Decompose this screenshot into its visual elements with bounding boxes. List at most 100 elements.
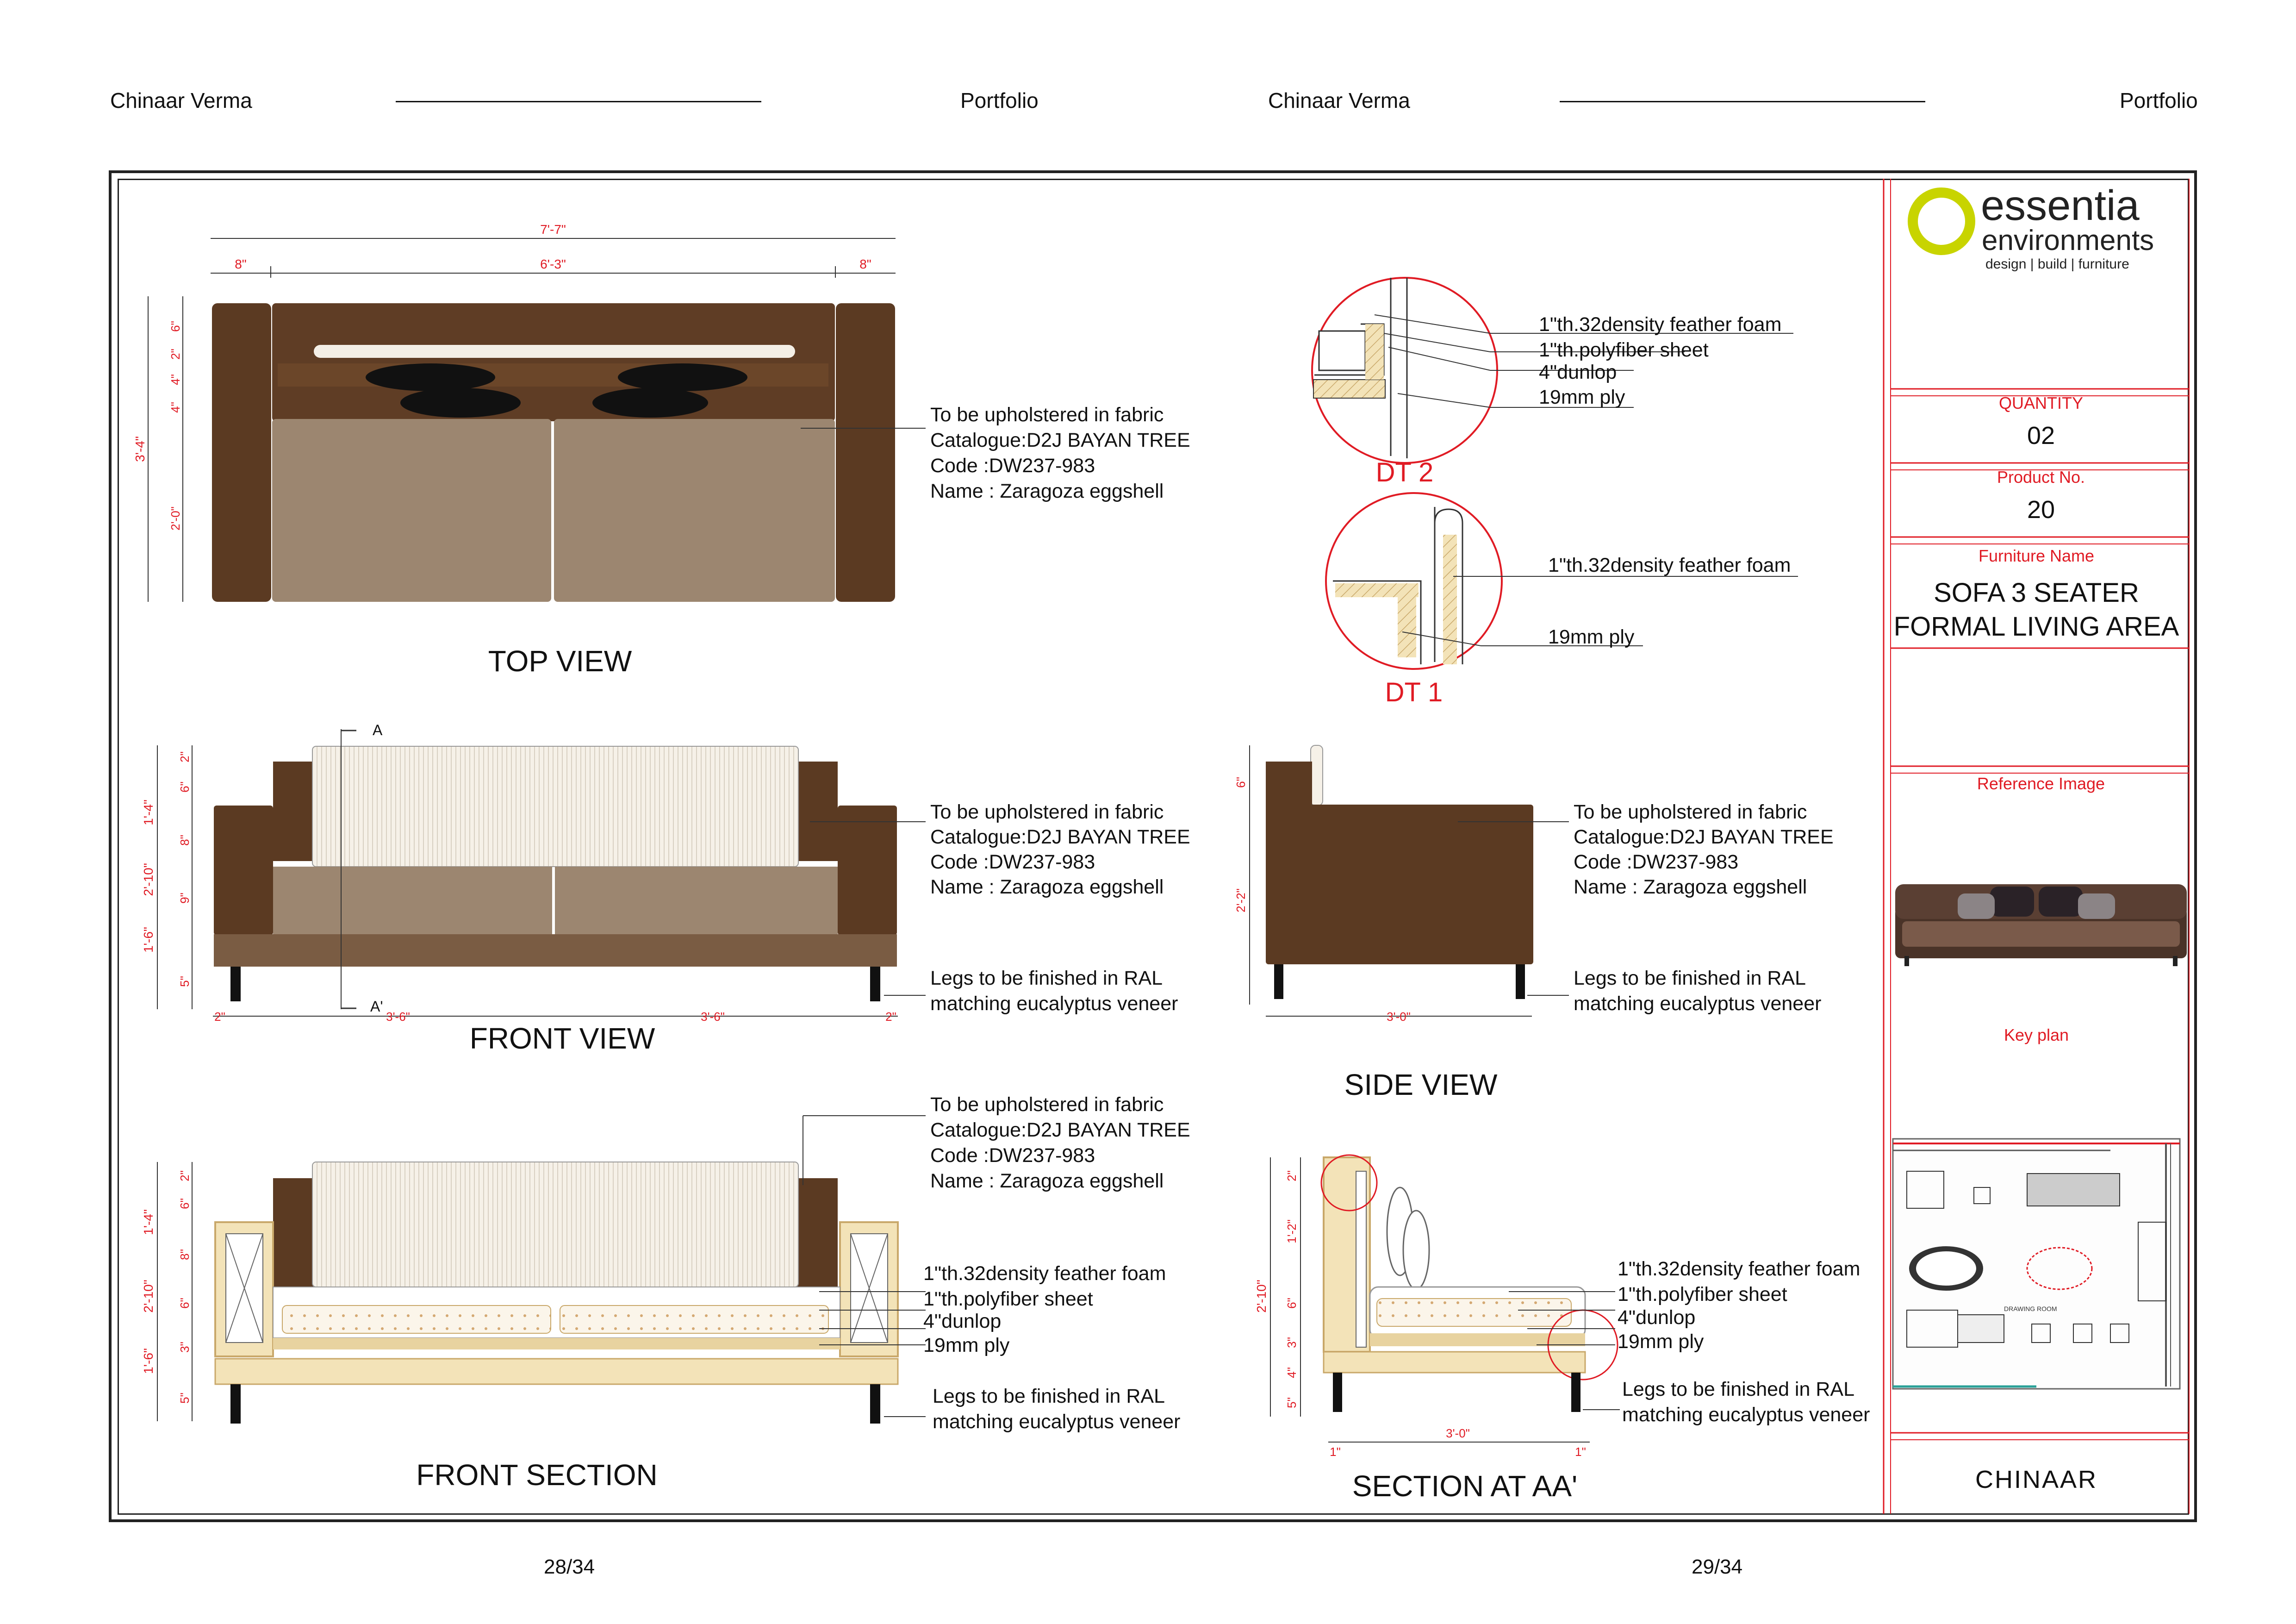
top-note-line-1: To be upholstered in fabric bbox=[930, 404, 1164, 426]
dim-front-leg-left: 2" bbox=[214, 1010, 225, 1024]
dim-top-seat: 6'-3" bbox=[540, 257, 566, 271]
dim-front-2: 2" bbox=[178, 751, 192, 762]
key-plan: DRAWING ROOM bbox=[1892, 1138, 2181, 1390]
top-fabric-note: To be upholstered in fabric Catalogue:D2… bbox=[930, 404, 1190, 502]
side-legs-line-1: Legs to be finished in RAL bbox=[1574, 967, 1806, 989]
dim-top-2: 2" bbox=[168, 349, 182, 360]
dt1-layer-2: 19mm ply bbox=[1548, 626, 1635, 648]
dim-side-h: 2'-2" bbox=[1234, 888, 1248, 912]
header-label-left: Portfolio bbox=[960, 88, 1039, 112]
dt2-layer-2: 1"th.polyfiber sheet bbox=[1539, 339, 1709, 361]
side-note-line-1: To be upholstered in fabric bbox=[1574, 801, 1807, 823]
top-note-line-4: Name : Zaragoza eggshell bbox=[930, 480, 1164, 502]
front-note-line-1: To be upholstered in fabric bbox=[930, 801, 1164, 823]
furniture-name-label: Furniture Name bbox=[1978, 546, 2095, 565]
fsec-legs-line-2: matching eucalyptus veneer bbox=[933, 1411, 1180, 1433]
fsec-note-line-2: Catalogue:D2J BAYAN TREE bbox=[930, 1119, 1190, 1141]
front-section: 2'-10" 1'-4" 1'-6" 2" 6" 8" 6" 3" 5" FR bbox=[141, 1115, 926, 1492]
side-legs-line-2: matching eucalyptus veneer bbox=[1574, 993, 1821, 1015]
view-title-section-aa: SECTION AT AA' bbox=[1352, 1469, 1577, 1503]
drawing-sheet-inner-frame bbox=[118, 179, 2189, 1515]
reference-image bbox=[1895, 884, 2187, 966]
dim-fsec-14: 1'-4" bbox=[141, 1209, 156, 1235]
logo-word-2: environments bbox=[1982, 225, 2154, 256]
saa-legs-line-1: Legs to be finished in RAL bbox=[1622, 1378, 1854, 1400]
furniture-name-line-2: FORMAL LIVING AREA bbox=[1893, 612, 2179, 642]
header-name-left: Chinaar Verma bbox=[110, 88, 252, 112]
front-note-line-3: Code :DW237-983 bbox=[930, 851, 1095, 873]
dim-fsec-3: 3" bbox=[178, 1342, 192, 1353]
product-no-value: 20 bbox=[2027, 496, 2055, 524]
fsec-layer-3: 4"dunlop bbox=[923, 1310, 1001, 1332]
dim-saa-2: 2" bbox=[1285, 1170, 1299, 1181]
view-title-front-section: FRONT SECTION bbox=[416, 1458, 658, 1492]
front-legs-line-1: Legs to be finished in RAL bbox=[930, 967, 1163, 989]
dim-side-6: 6" bbox=[1234, 777, 1248, 788]
dim-top-arm-right: 8" bbox=[859, 257, 871, 271]
fsec-note-line-1: To be upholstered in fabric bbox=[930, 1093, 1164, 1116]
dim-fsec-total: 2'-10" bbox=[141, 1280, 156, 1312]
key-plan-room-label: DRAWING ROOM bbox=[2004, 1305, 2057, 1312]
front-legs-line-2: matching eucalyptus veneer bbox=[930, 993, 1178, 1015]
section-marker-a-prime: A' bbox=[370, 998, 383, 1015]
dim-saa-leg-r: 1" bbox=[1575, 1445, 1586, 1459]
dim-fsec-6: 6" bbox=[178, 1198, 192, 1209]
logo-word-1: essentia bbox=[1981, 182, 2140, 229]
dim-saa-leg-l: 1" bbox=[1330, 1445, 1341, 1459]
dim-saa-w: 3'-0" bbox=[1446, 1426, 1470, 1440]
header-rule-left bbox=[396, 101, 761, 102]
dim-front-half-right: 3'-6" bbox=[701, 1010, 725, 1024]
side-fabric-note: To be upholstered in fabric Catalogue:D2… bbox=[1574, 801, 1834, 1015]
quantity-label: QUANTITY bbox=[1998, 394, 2083, 412]
dt1-title: DT 1 bbox=[1385, 677, 1443, 707]
logo-tagline: design | build | furniture bbox=[1985, 256, 2129, 272]
header-label-right: Portfolio bbox=[2120, 88, 2198, 112]
saa-layer-2: 1"th.polyfiber sheet bbox=[1618, 1283, 1787, 1305]
detail-dt1: 1"th.32density feather foam 19mm ply DT … bbox=[1325, 492, 1798, 707]
dim-front-9: 9" bbox=[178, 893, 192, 904]
dim-fsec-5: 5" bbox=[178, 1393, 192, 1404]
front-section-notes: To be upholstered in fabric Catalogue:D2… bbox=[923, 1093, 1190, 1433]
quantity-value: 02 bbox=[2027, 422, 2055, 450]
top-view: 7'-7" 8" 6'-3" 8" 3'-4" 6" 2" 4" 4" 2'-0… bbox=[133, 222, 926, 678]
saa-layer-4: 19mm ply bbox=[1618, 1330, 1704, 1353]
dt2-layer-3: 4"dunlop bbox=[1539, 361, 1617, 383]
front-view: 2'-10" 1'-6" 1'-4" 2" 6" 8" 9" 5" A A' 2… bbox=[141, 722, 926, 1055]
dim-top-back: 6" bbox=[168, 321, 182, 332]
dim-top-arm-left: 8" bbox=[235, 257, 247, 271]
dim-front-8: 8" bbox=[178, 835, 192, 846]
essentia-logo: essentia environments design | build | f… bbox=[1908, 182, 2154, 272]
dt1-layer-1: 1"th.32density feather foam bbox=[1548, 554, 1791, 576]
detail-dt2: 1"th.32density feather foam 1"th.polyfib… bbox=[1311, 277, 1793, 487]
front-note-line-4: Name : Zaragoza eggshell bbox=[930, 876, 1164, 898]
side-view: 6" 2'-2" 3'-0" SIDE VIEW bbox=[1234, 745, 1569, 1101]
side-note-line-4: Name : Zaragoza eggshell bbox=[1574, 876, 1807, 898]
dim-top-overall: 7'-7" bbox=[540, 222, 566, 237]
saa-layer-3: 4"dunlop bbox=[1618, 1306, 1695, 1329]
dim-front-16: 1'-6" bbox=[141, 927, 156, 953]
dim-saa-4: 4" bbox=[1285, 1367, 1299, 1378]
dim-top-4b: 4" bbox=[168, 402, 182, 413]
drawing-sheet-frame bbox=[109, 170, 2197, 1522]
top-note-line-2: Catalogue:D2J BAYAN TREE bbox=[930, 429, 1190, 451]
fsec-layer-4: 19mm ply bbox=[923, 1334, 1010, 1356]
saa-legs-line-2: matching eucalyptus veneer bbox=[1622, 1404, 1870, 1426]
dim-front-5: 5" bbox=[178, 976, 192, 987]
dt2-layer-4: 19mm ply bbox=[1539, 386, 1625, 408]
dt2-title: DT 2 bbox=[1376, 457, 1434, 487]
dim-saa-3: 3" bbox=[1285, 1337, 1299, 1348]
dim-top-4a: 4" bbox=[168, 374, 182, 385]
dim-fsec-8: 8" bbox=[178, 1249, 192, 1260]
dim-front-14: 1'-4" bbox=[141, 800, 156, 825]
saa-layer-1: 1"th.32density feather foam bbox=[1618, 1258, 1860, 1280]
fsec-note-line-3: Code :DW237-983 bbox=[930, 1144, 1095, 1167]
reference-image-label: Reference Image bbox=[1977, 774, 2105, 793]
page-number-left: 28/34 bbox=[544, 1555, 595, 1578]
fsec-layer-2: 1"th.polyfiber sheet bbox=[923, 1288, 1093, 1310]
fsec-layer-1: 1"th.32density feather foam bbox=[923, 1262, 1166, 1285]
dim-front-leg-right: 2" bbox=[885, 1010, 896, 1024]
key-plan-label: Key plan bbox=[2004, 1025, 2069, 1044]
side-note-line-2: Catalogue:D2J BAYAN TREE bbox=[1574, 826, 1834, 848]
dim-saa-5: 5" bbox=[1285, 1397, 1299, 1408]
